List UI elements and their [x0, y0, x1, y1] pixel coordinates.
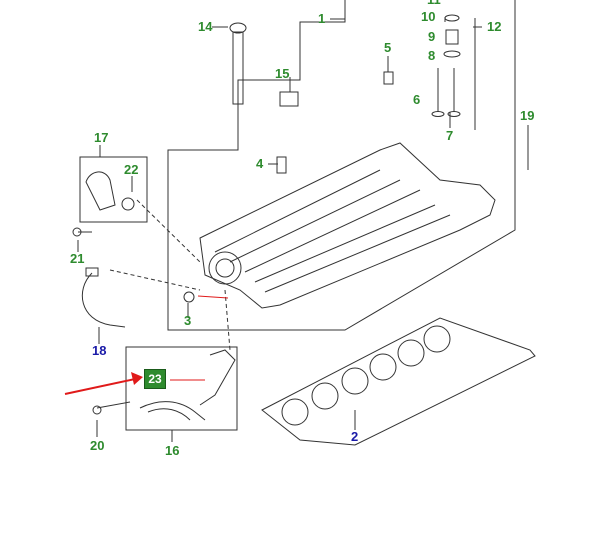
callout-10: 10: [421, 9, 436, 24]
coolant-pipe-16: [139, 349, 236, 421]
callout-20: 20: [90, 438, 105, 453]
frame-head-assembly: [167, 0, 516, 331]
pointer-arrow-icon: [64, 372, 143, 395]
callout-3: 3: [184, 313, 192, 328]
cylinder-head-body: [199, 142, 496, 309]
callout-1: 1: [318, 11, 326, 26]
callout-9: 9: [428, 29, 436, 44]
callout-16: 16: [165, 443, 180, 458]
callout-4: 4: [256, 156, 264, 171]
callout-15: 15: [275, 66, 290, 81]
callout-18: 18: [92, 343, 107, 358]
callout-6: 6: [413, 92, 421, 107]
callout-17: 17: [94, 130, 109, 145]
head-gasket-2: [261, 317, 536, 446]
callout-22: 22: [124, 162, 139, 177]
box-group-16: [125, 346, 238, 431]
callout-19: 19: [520, 108, 535, 123]
callout-7: 7: [446, 128, 454, 143]
callout-11: 11: [427, 0, 441, 7]
callout-14: 14: [198, 19, 213, 34]
callout-2: 2: [351, 429, 359, 444]
highlighted-callout-23[interactable]: 23: [144, 369, 166, 389]
callout-8: 8: [428, 48, 436, 63]
callout-5: 5: [384, 40, 392, 55]
callout-21: 21: [70, 251, 85, 266]
callout-12: 12: [487, 19, 502, 34]
box-group-17: [79, 156, 148, 223]
